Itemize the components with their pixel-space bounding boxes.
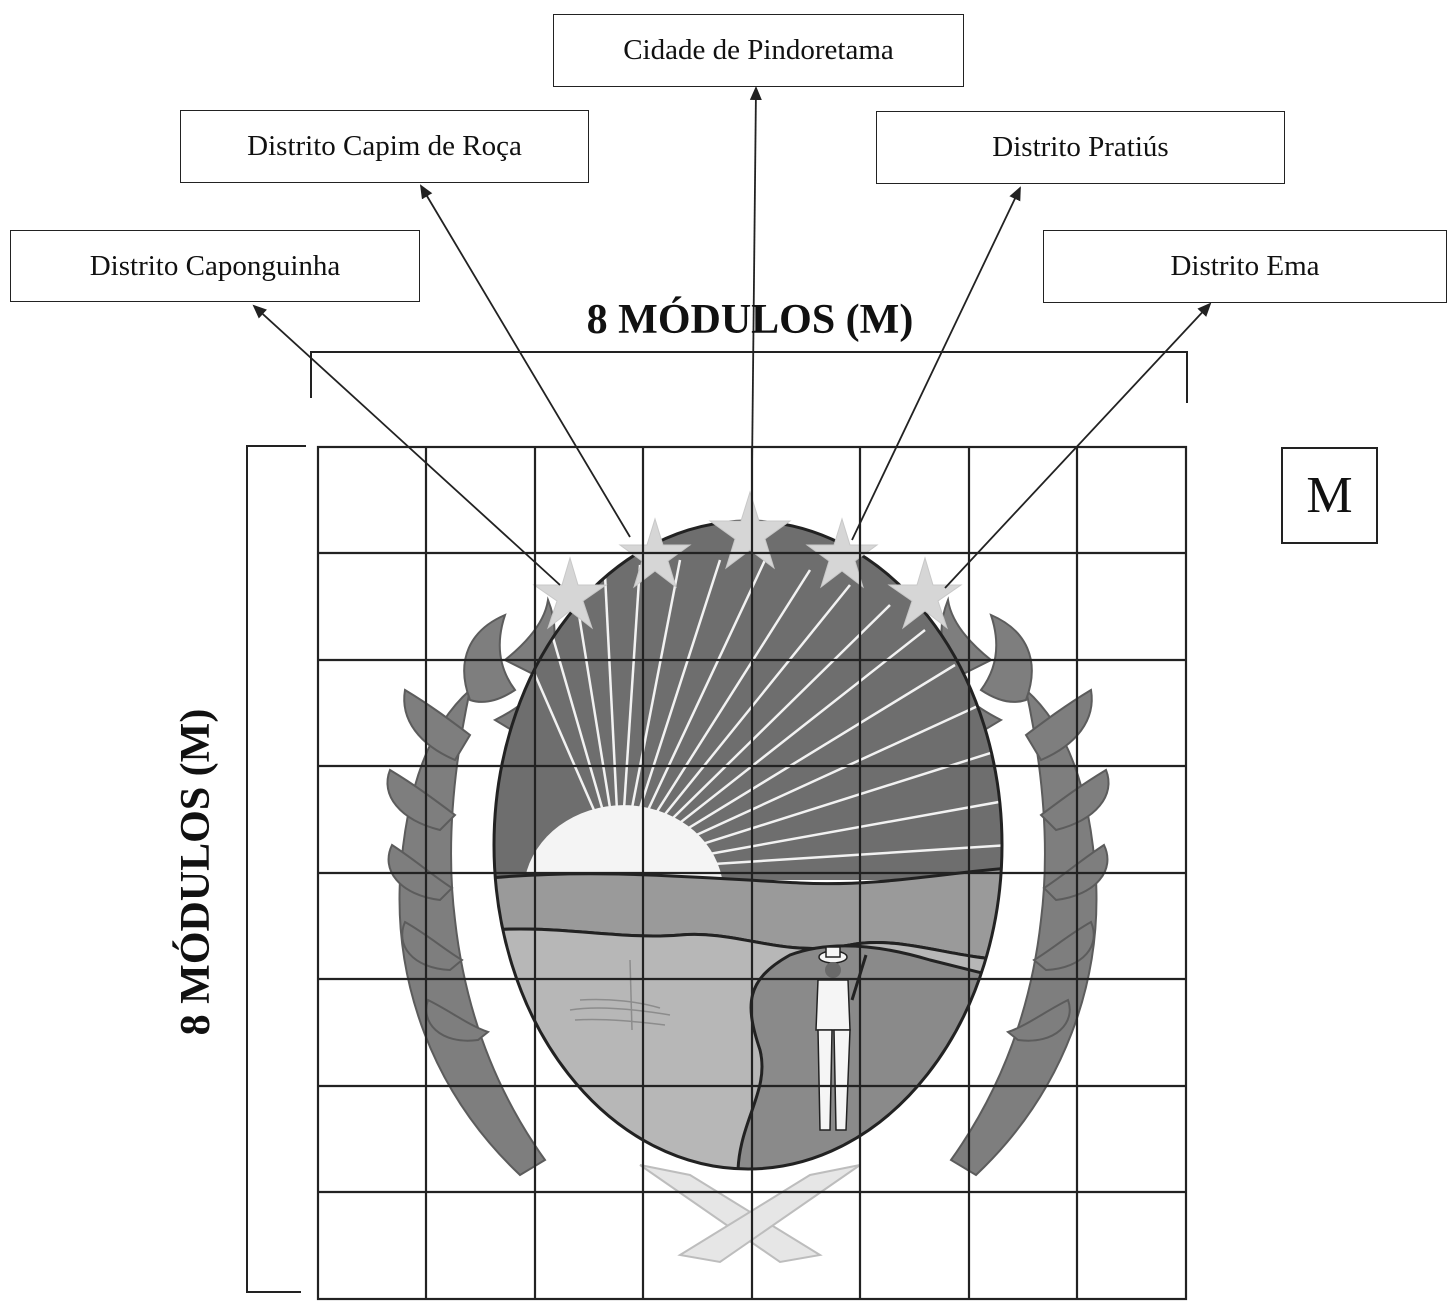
label-capim-text: Distrito Capim de Roça (247, 130, 522, 162)
left-branch-emblem (386, 596, 556, 1177)
sun (525, 805, 722, 878)
label-distrito-caponguinha: Distrito Caponguinha (10, 230, 420, 302)
label-distrito-pratius: Distrito Pratiús (876, 111, 1285, 184)
arrow-to-pratius (851, 186, 1021, 541)
star-cidade (708, 490, 792, 570)
horizontal-bracket (310, 351, 1188, 403)
leader-arrows (252, 86, 1212, 589)
label-distrito-ema: Distrito Ema (1043, 230, 1447, 303)
bush (569, 959, 671, 1031)
star-ema (887, 556, 963, 630)
label-distrito-capim-de-roca: Distrito Capim de Roça (180, 110, 589, 183)
arrow-to-capim (419, 184, 631, 538)
label-pratius-text: Distrito Pratiús (992, 131, 1169, 163)
label-cidade-text: Cidade de Pindoretama (623, 34, 894, 66)
arrow-to-cidade (749, 86, 762, 471)
star-caponguinha (532, 556, 608, 630)
label-caponguinha-text: Distrito Caponguinha (89, 249, 341, 282)
module-grid (316, 445, 1188, 1301)
arrow-to-ema (944, 302, 1212, 589)
round-shield (494, 521, 1002, 1169)
vertical-bracket (246, 445, 306, 1293)
module-symbol: M (1306, 467, 1353, 524)
farmer-figure (815, 946, 868, 1131)
bottom-ribbon (639, 1164, 861, 1264)
vertical-modules-label: 8 MÓDULOS (M) (173, 708, 219, 1036)
label-ema-text: Distrito Ema (1170, 250, 1320, 282)
horizontal-modules-label: 8 MÓDULOS (M) (586, 297, 914, 343)
label-cidade-de-pindoretama: Cidade de Pindoretama (553, 14, 964, 87)
module-unit-box: M (1281, 447, 1378, 544)
arrow-to-caponguinha (252, 304, 561, 586)
